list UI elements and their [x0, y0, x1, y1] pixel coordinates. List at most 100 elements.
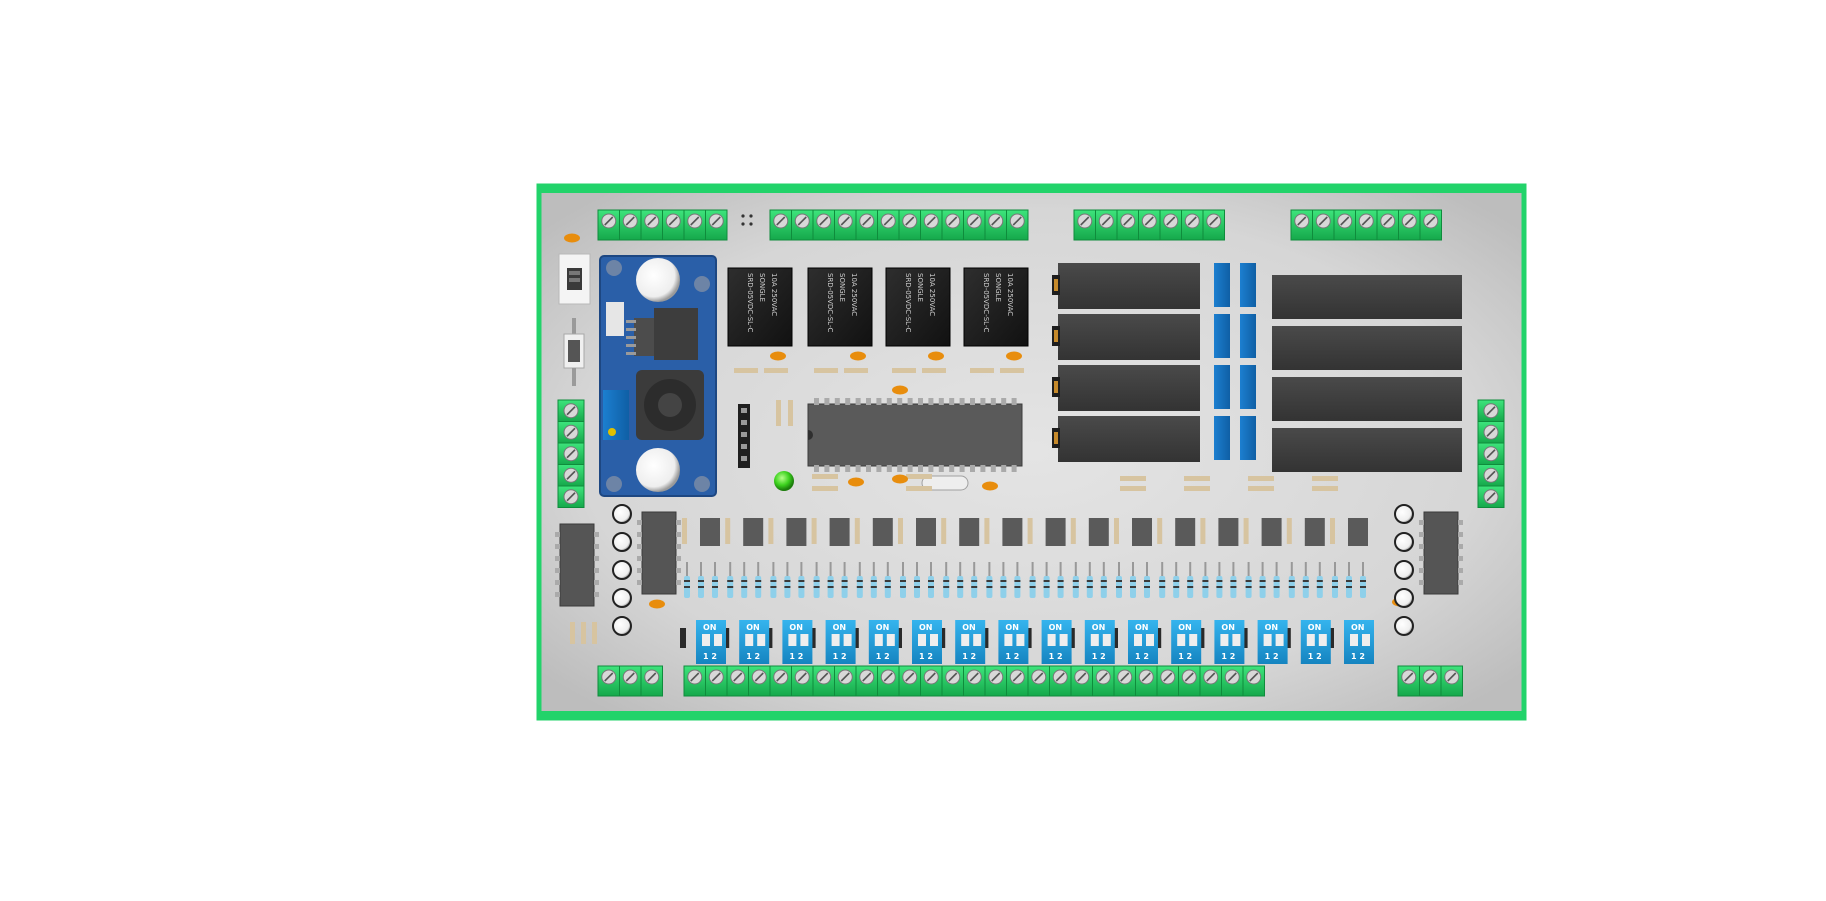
dip-on-label: ON: [1092, 623, 1106, 632]
terminal-screw: [683, 665, 706, 697]
terminal-screw: [726, 665, 749, 697]
resistor: [755, 562, 762, 598]
solid-state-relay: [1272, 377, 1462, 421]
terminal-block-bottom-right: [1397, 665, 1463, 697]
crystal-oscillator: [921, 475, 969, 491]
optocoupler-row: [682, 518, 1368, 546]
terminal-screw: [791, 209, 814, 241]
resistor: [1144, 562, 1150, 598]
dip-switch: ON1 2: [696, 620, 726, 664]
terminal-block-bottom-left: [597, 665, 663, 697]
terminal-block-top-4: [1290, 209, 1442, 241]
terminal-screw: [855, 665, 878, 697]
electrolytic-capacitors: [612, 504, 1414, 636]
terminal-screw: [1135, 665, 1158, 697]
resistor: [684, 562, 690, 598]
power-switch: [558, 253, 591, 305]
diode: [896, 628, 902, 648]
terminal-screw: [1312, 209, 1335, 241]
relay-label: 10A 250VAC: [928, 273, 936, 316]
resistor: [1360, 562, 1366, 598]
terminal-screw: [619, 665, 642, 697]
resistor: [1159, 562, 1166, 598]
optocoupler: [1200, 518, 1239, 546]
resistor: [1029, 562, 1036, 598]
terminal-screw: [941, 209, 964, 241]
terminal-screw: [748, 665, 771, 697]
resistor-row: [684, 562, 1366, 598]
terminal-block-left: [557, 399, 585, 508]
optocoupler: [1243, 518, 1282, 546]
terminal-screw: [1095, 209, 1118, 241]
terminal-screw: [1397, 665, 1420, 697]
diode: [680, 628, 686, 648]
resistor: [1014, 562, 1021, 598]
resistor: [1273, 562, 1280, 598]
resistor: [971, 562, 978, 598]
terminal-block-top-1: [597, 209, 728, 241]
dip-on-label: ON: [876, 623, 890, 632]
optocoupler: [941, 518, 980, 546]
relay-label: 10A 250VAC: [1006, 273, 1014, 316]
resistor: [1316, 562, 1323, 598]
terminal-screw: [1376, 209, 1399, 241]
terminal-block-bottom-main: [683, 665, 1265, 697]
terminal-screw: [557, 442, 585, 465]
terminal-screw: [941, 665, 964, 697]
dip-on-label: ON: [833, 623, 847, 632]
terminal-screw: [1006, 209, 1029, 241]
resistor: [1187, 562, 1194, 598]
resistor: [943, 562, 950, 598]
ssr-column-right: [1272, 275, 1462, 472]
resistor: [957, 562, 964, 598]
diode: [1068, 628, 1075, 648]
terminal-screw: [1355, 209, 1378, 241]
resistor: [798, 562, 805, 598]
diode: [852, 628, 859, 648]
relay-label: 10A 250VAC: [850, 273, 858, 316]
terminal-screw: [1027, 665, 1050, 697]
terminal-screw: [557, 399, 585, 422]
dip-switch: ON1 2: [1300, 620, 1331, 664]
relay-label: SONGLE: [916, 273, 924, 302]
optocoupler: [725, 518, 764, 546]
dip-on-label: ON: [1265, 623, 1279, 632]
resistor: [1000, 562, 1007, 598]
dip-ic: [555, 523, 599, 607]
terminal-screw: [898, 209, 921, 241]
solid-state-relay: [1052, 365, 1200, 411]
relay-label: 10A 250VAC: [770, 273, 778, 316]
dip-on-label: ON: [1221, 623, 1235, 632]
dip-pin-label: 1 2: [919, 652, 933, 661]
diode: [809, 628, 816, 648]
resistor: [1086, 562, 1093, 598]
solid-state-relay: [1272, 275, 1462, 319]
resistor: [1173, 562, 1180, 598]
relay-label: SRD-05VDC-SL-C: [826, 273, 834, 332]
trimmer-pot: [1214, 263, 1230, 307]
terminal-screw: [834, 665, 857, 697]
solid-state-relay: [1052, 416, 1200, 462]
terminal-screw: [1242, 665, 1265, 697]
dip-pin-label: 1 2: [1308, 652, 1322, 661]
resistor: [856, 562, 863, 598]
relay-label: SRD-05VDC-SL-C: [904, 273, 912, 332]
fuse-holder: [563, 318, 585, 386]
dip-pin-label: 1 2: [962, 652, 976, 661]
resistor: [884, 562, 891, 598]
terminal-screw: [1419, 209, 1442, 241]
terminal-block-top-3: [1073, 209, 1225, 241]
diode: [1284, 628, 1291, 648]
dip-pin-label: 1 2: [1178, 652, 1192, 661]
terminal-screw: [877, 665, 900, 697]
resistor: [1346, 562, 1352, 598]
dip-switch: ON1 2: [868, 620, 899, 664]
terminal-block-top-2: [769, 209, 1029, 241]
resistor: [1245, 562, 1252, 598]
dip-pin-label: 1 2: [1351, 652, 1365, 661]
dip-switch: ON1 2: [1214, 620, 1245, 664]
resistor: [1130, 562, 1136, 598]
